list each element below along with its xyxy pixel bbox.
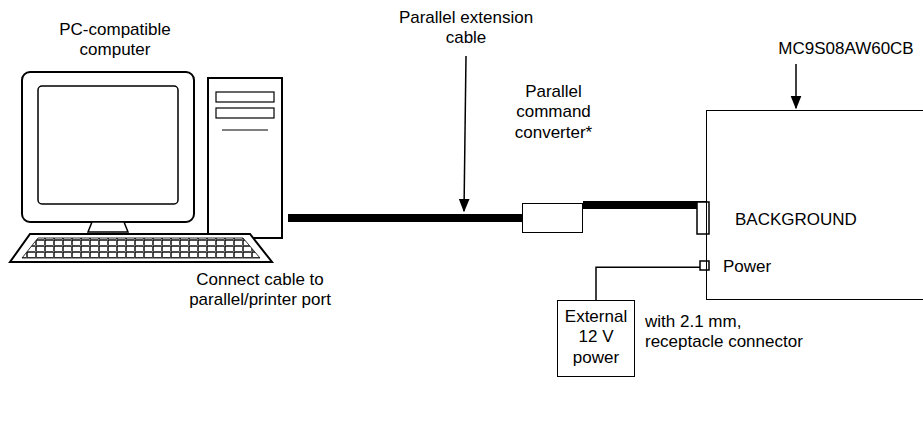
background-socket: [697, 202, 709, 234]
converter-label: Parallel command converter*: [498, 82, 609, 143]
board-box: MC9S08AW60CBBACKGROUNDPower: [706, 110, 923, 300]
keyboard: [10, 234, 272, 262]
parallel-cable: [583, 201, 706, 209]
drive-bay: [216, 108, 274, 118]
board-label: MC9S08AW60CB: [761, 39, 923, 59]
port-label: Power: [723, 257, 803, 277]
monitor-screen: [38, 86, 178, 204]
power-socket: [700, 261, 709, 270]
power-wire: [596, 267, 706, 300]
power-label: External 12 V power: [564, 307, 628, 368]
leader-arrow: [464, 56, 466, 211]
port-label: BACKGROUND: [735, 210, 923, 230]
tower-case: [208, 78, 282, 238]
parallel-cable: [288, 214, 522, 222]
drive-bay: [216, 92, 274, 102]
cable-label: Parallel extension cable: [391, 8, 541, 49]
computer: PC-compatible computerConnect cable to p…: [10, 20, 288, 320]
leader-arrow: [795, 64, 797, 108]
computer-label: PC-compatible computer: [40, 20, 190, 61]
port-note: Connect cable to parallel/printer port: [150, 270, 370, 311]
connector-note: with 2.1 mm, receptacle connector: [645, 312, 810, 353]
monitor-case: [22, 72, 194, 222]
converter-box: Parallel command converter*: [522, 203, 583, 233]
monitor-stand: [88, 222, 128, 232]
tower-slot: [222, 130, 268, 131]
power-box: External 12 V power: [557, 300, 635, 377]
keyboard-keys: [22, 238, 260, 258]
